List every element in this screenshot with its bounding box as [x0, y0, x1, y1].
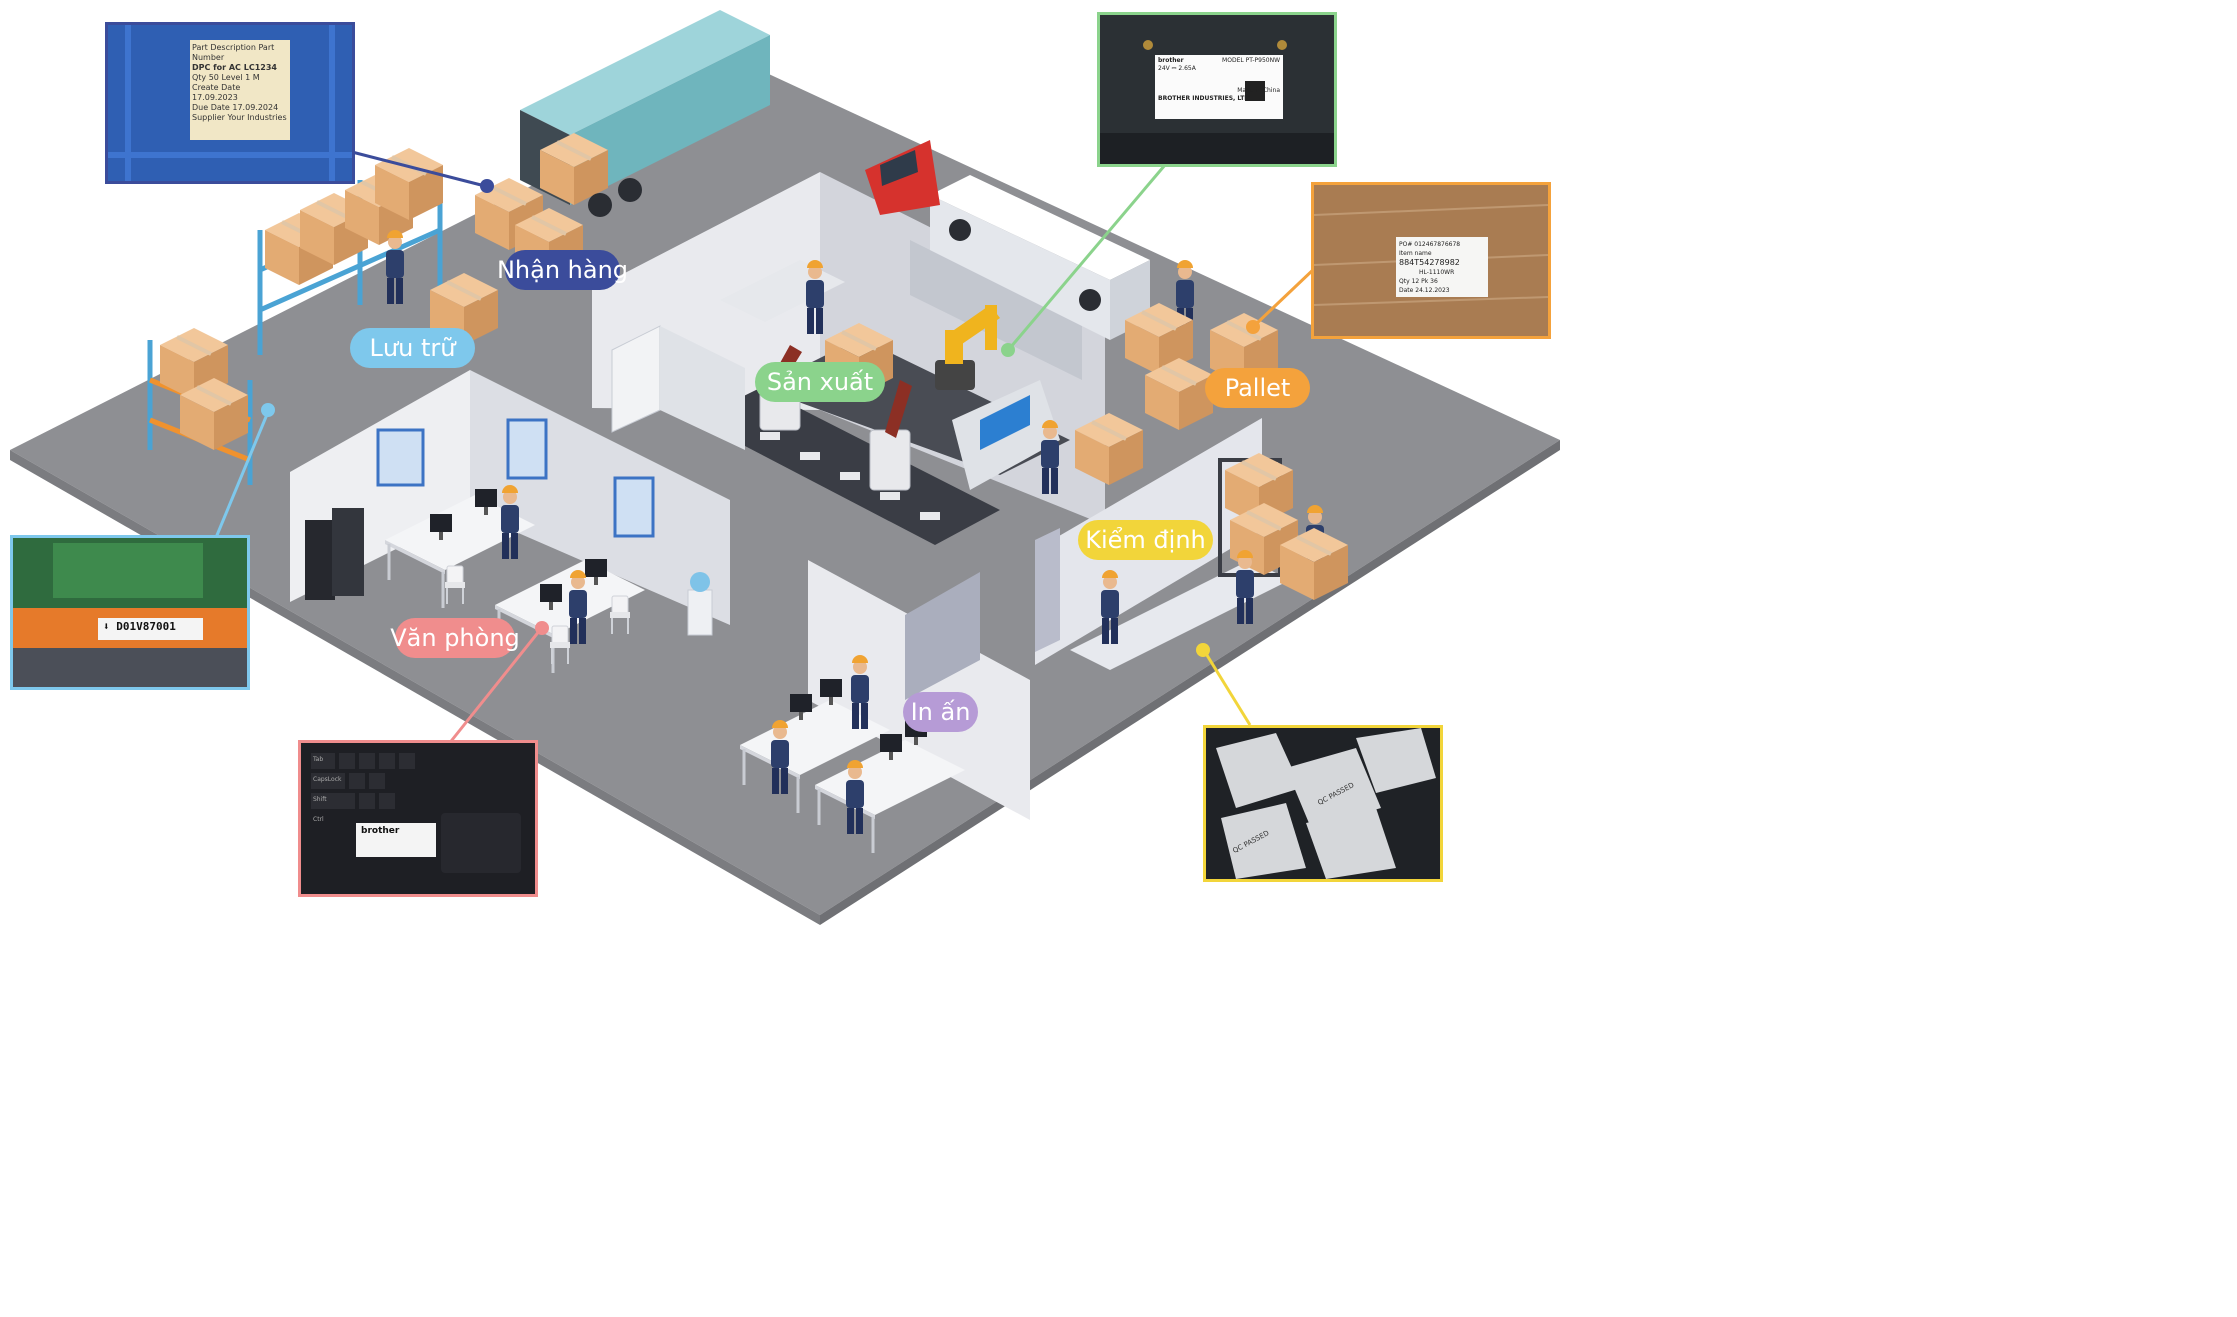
brand-logo: brother — [1158, 57, 1184, 64]
model-text: MODEL PT-P950NW — [1222, 57, 1280, 64]
label-field: Part Number — [192, 43, 275, 62]
photo-receiving-crate-label: Part Description Part Number DPC for AC … — [105, 22, 355, 184]
label-field: Create Date — [192, 83, 241, 92]
label-field: Pk — [1421, 278, 1429, 285]
photo-pallet-label: PO# 012467876678 Item name 884T54278982 … — [1311, 182, 1551, 339]
zone-label-office: Văn phòng — [390, 618, 520, 658]
zone-label-printing: In ấn — [903, 692, 978, 732]
photo-laptop-label: brother Tab CapsLock Shift Ctrl — [298, 740, 538, 897]
label-field: Level — [221, 73, 243, 82]
brand-logo: brother — [361, 826, 400, 836]
origin-text: Made in China — [1237, 87, 1280, 94]
label-value: 36 — [1430, 278, 1438, 285]
office-room — [290, 370, 730, 675]
zone-label-pallet: Pallet — [1205, 368, 1310, 408]
label-field: Part Description — [192, 43, 256, 52]
label-value: 1 M — [245, 73, 260, 82]
key-label: CapsLock — [313, 776, 342, 783]
label-field: Supplier — [192, 113, 225, 122]
label-value: 50 — [208, 73, 219, 82]
key-label: Ctrl — [313, 816, 324, 823]
connector-receiving — [351, 150, 494, 193]
robot-arm — [935, 305, 1000, 390]
storage-racks — [147, 146, 585, 485]
label-field: Item name — [1399, 250, 1432, 257]
label-field: Qty — [1399, 278, 1410, 285]
label-field: Qty — [192, 73, 207, 82]
connector-product — [1001, 164, 1167, 357]
label-field: Date — [1399, 287, 1414, 294]
label-value: HL-1110WR — [1419, 269, 1455, 276]
printing-room — [738, 560, 1030, 855]
label-value: LC1234 — [243, 63, 277, 72]
label-value: 17.09.2023 — [192, 93, 238, 102]
label-value: 24.12.2023 — [1415, 287, 1450, 294]
label-value: 884T54278982 — [1399, 258, 1460, 267]
spec-text: 24V ⎓ 2.65A — [1158, 65, 1196, 72]
label-field: PO# — [1399, 241, 1413, 248]
connector-pallet — [1246, 266, 1317, 334]
label-value: DPC for AC — [192, 63, 241, 72]
connector-office — [446, 621, 549, 746]
label-field: Due Date — [192, 103, 230, 112]
photo-qc-label: QC PASSED QC PASSED — [1203, 725, 1443, 882]
label-value: Your Industries — [227, 113, 287, 122]
truck-receiving — [520, 10, 770, 217]
key-label: Shift — [313, 796, 327, 803]
label-value: 012467876678 — [1414, 241, 1461, 248]
connector-inspection — [1196, 643, 1252, 726]
label-value: 12 — [1411, 278, 1420, 285]
production-room — [592, 172, 1105, 545]
shelf-code: D01V87001 — [116, 620, 176, 633]
zone-label-inspection: Kiểm định — [1078, 520, 1213, 560]
label-value: 17.09.2024 — [232, 103, 279, 112]
zone-label-production: Sản xuất — [755, 362, 885, 402]
photo-product-rating-label: brother MODEL PT-P950NW 24V ⎓ 2.65A Made… — [1097, 12, 1337, 167]
zone-label-storage: Lưu trữ — [350, 328, 475, 368]
key-label: Tab — [313, 756, 324, 763]
connector-storage — [213, 403, 275, 541]
zone-label-receiving: Nhận hàng — [497, 250, 628, 290]
company-text: BROTHER INDUSTRIES, LTD. — [1158, 95, 1252, 102]
photo-shelf-label: ⬇ D01V87001 — [10, 535, 250, 690]
